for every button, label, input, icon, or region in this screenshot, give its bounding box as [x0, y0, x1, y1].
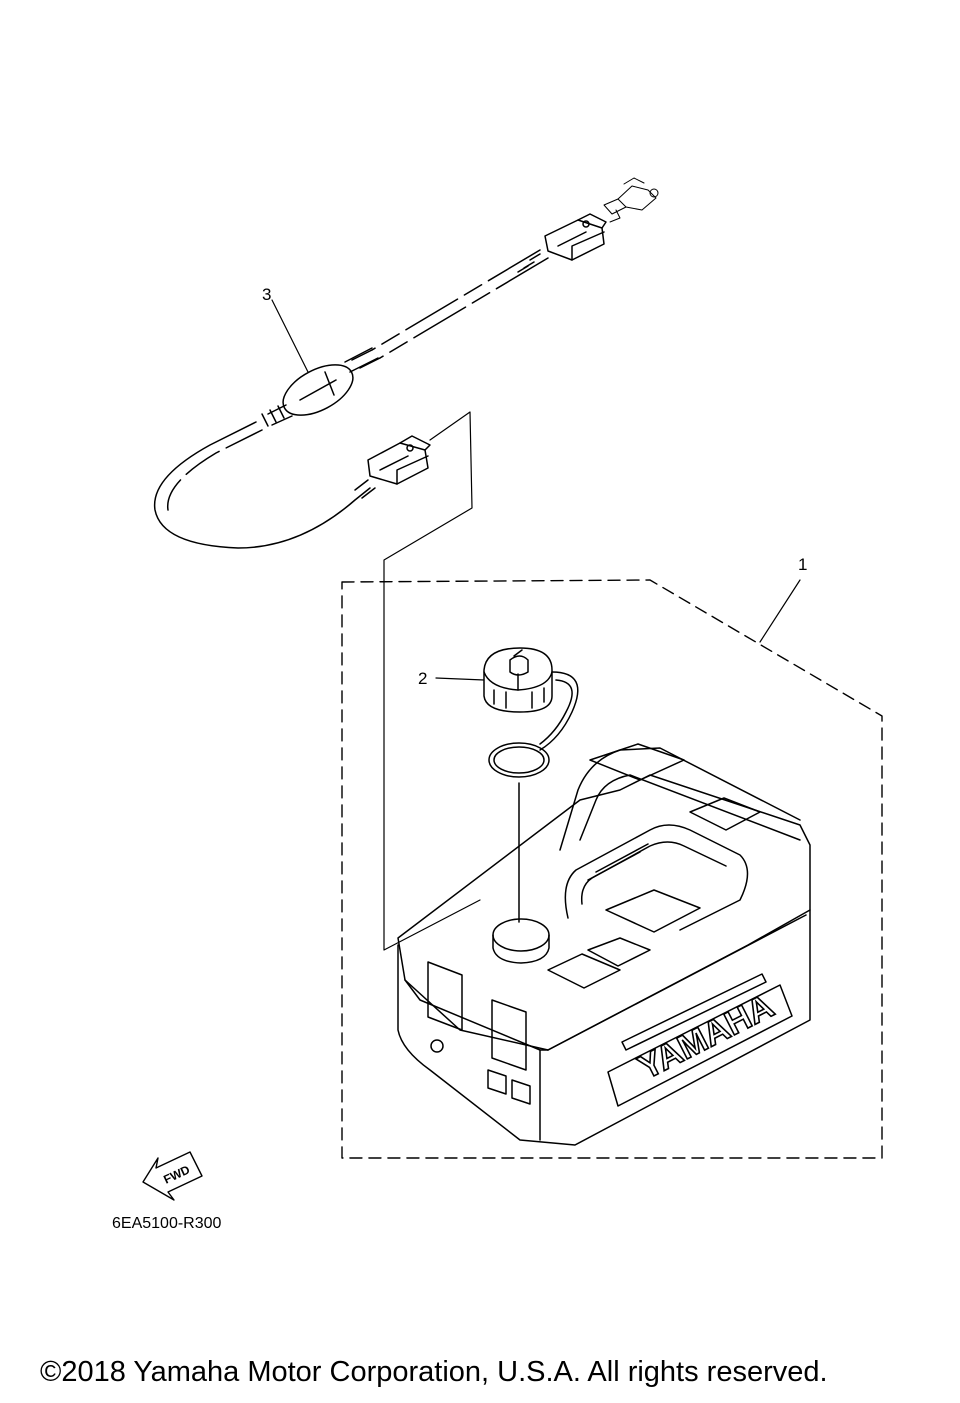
fuel-tank: [397, 743, 811, 1146]
hose-upper: [371, 249, 549, 359]
leader-1: [759, 579, 801, 643]
leader-3: [271, 299, 309, 373]
upper-quick-coupler: [544, 213, 607, 261]
fuel-hose-assembly: [153, 177, 659, 951]
callout-3: 3: [262, 285, 271, 304]
lower-quick-coupler: [354, 435, 431, 499]
hose-loop: [153, 421, 371, 549]
fwd-arrow-icon: [142, 1151, 203, 1201]
engine-connector: [603, 177, 659, 223]
fuel-cap: [483, 647, 579, 923]
diagram-code: 6EA5100-R300: [112, 1215, 222, 1232]
primer-bulb: [261, 347, 381, 427]
leader-2: [435, 677, 485, 681]
callout-2: 2: [418, 669, 427, 688]
callout-1: 1: [798, 555, 807, 574]
routing-line: [383, 411, 481, 951]
copyright-notice: ©2018 Yamaha Motor Corporation, U.S.A. A…: [40, 1356, 828, 1388]
kit-boundary: [341, 579, 883, 1159]
